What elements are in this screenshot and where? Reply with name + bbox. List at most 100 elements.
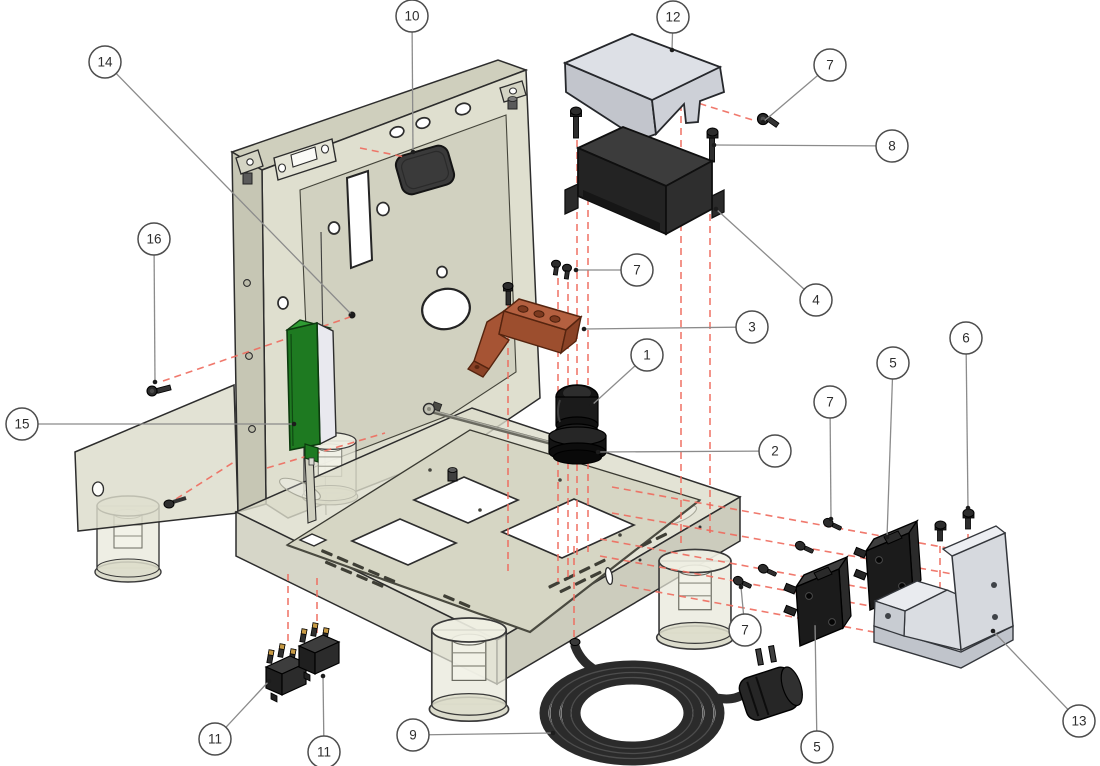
leader-dot	[669, 47, 675, 53]
cutout-square	[349, 518, 459, 566]
screws-right-cluster	[732, 508, 975, 589]
callout-circle	[813, 385, 847, 419]
screw-near-bracket	[502, 282, 514, 306]
leader-line	[886, 378, 894, 538]
left-wing-panel	[74, 383, 239, 532]
callout-7[interactable]: 7	[760, 48, 847, 125]
leader-dot	[291, 421, 297, 427]
leader-dot	[738, 584, 744, 590]
screw-bracket-a	[934, 520, 947, 542]
callout-3[interactable]: 3	[581, 310, 769, 344]
callout-number: 3	[748, 320, 756, 335]
callout-5[interactable]: 5	[876, 346, 910, 540]
callout-number: 7	[741, 623, 749, 638]
leader-line	[591, 365, 636, 406]
base-stud	[447, 467, 458, 482]
callout-2[interactable]: 2	[595, 434, 792, 468]
leader-line	[597, 450, 760, 453]
callout-13[interactable]: 13	[990, 628, 1096, 738]
screw-part-6	[962, 508, 975, 530]
callout-number: 7	[633, 263, 641, 278]
callout-1[interactable]: 1	[589, 338, 664, 408]
callout-4[interactable]: 4	[713, 206, 833, 317]
callout-number: 1	[643, 348, 651, 363]
base-front-slot	[604, 566, 614, 586]
callout-circle	[137, 222, 171, 256]
switch-bracket-part-13	[873, 525, 1014, 669]
leader-dot	[550, 730, 556, 736]
callout-11[interactable]: 11	[198, 678, 272, 756]
callout-number: 14	[97, 55, 113, 70]
callout-number: 4	[812, 293, 820, 308]
grommet-cap-part-10	[394, 144, 456, 196]
leader-dot	[760, 119, 766, 125]
callout-circle	[620, 253, 654, 287]
callout-number: 5	[889, 356, 897, 371]
leader-dot	[990, 628, 996, 634]
callout-10[interactable]: 10	[395, 0, 429, 155]
terminal-connectors-part-11	[265, 622, 340, 703]
vent-slots	[321, 532, 668, 608]
callout-15[interactable]: 15	[5, 407, 297, 441]
control-box-part-4	[564, 126, 725, 236]
callout-circle	[198, 722, 232, 756]
leader-dot	[812, 620, 818, 626]
callout-circle	[800, 730, 834, 764]
screw-part-7-top	[756, 112, 780, 128]
callout-7[interactable]: 7	[728, 584, 762, 647]
leader-dot	[713, 206, 719, 212]
leader-line	[225, 680, 270, 728]
leader-line	[428, 732, 554, 736]
hinge-bracket-part-3	[467, 298, 583, 378]
callout-7[interactable]: 7	[573, 253, 654, 287]
callout-number: 13	[1071, 714, 1086, 729]
cutout-square-small	[298, 533, 328, 547]
leader-line	[740, 586, 745, 615]
screw-part-16	[146, 384, 172, 397]
leader-dot	[884, 534, 890, 540]
leader-dot	[589, 402, 595, 408]
base-inner-plate	[285, 429, 702, 634]
leader-dot	[828, 516, 834, 522]
callout-9[interactable]: 9	[396, 718, 556, 752]
alignment-line	[611, 486, 998, 558]
callout-circle	[630, 338, 664, 372]
callout-5[interactable]: 5	[800, 620, 834, 764]
callout-14[interactable]: 14	[88, 45, 355, 318]
leader-line	[153, 254, 156, 383]
callout-circle	[5, 407, 39, 441]
exploded-parts	[146, 33, 1014, 766]
callout-circle	[307, 735, 341, 766]
leader-dot	[711, 142, 717, 148]
callout-number: 16	[146, 232, 161, 247]
callout-11[interactable]: 11	[307, 673, 341, 766]
callout-16[interactable]: 16	[137, 222, 171, 385]
callout-number: 12	[665, 10, 680, 25]
leader-line	[322, 675, 325, 737]
callout-circle	[395, 0, 429, 33]
leader-dot	[573, 267, 579, 273]
callout-circle	[735, 310, 769, 344]
callout-circle	[949, 321, 983, 355]
callout-number: 2	[771, 444, 779, 459]
callout-number: 7	[826, 395, 834, 410]
callout-6[interactable]: 6	[949, 321, 983, 511]
callout-number: 9	[409, 728, 417, 743]
leader-dot	[595, 449, 601, 455]
pcb-module-part-15	[285, 319, 337, 466]
callout-12[interactable]: 12	[656, 0, 690, 53]
callout-7[interactable]: 7	[813, 385, 847, 522]
leader-dot	[581, 326, 587, 332]
leader-line	[713, 144, 877, 147]
callout-circle	[88, 45, 122, 79]
callout-number: 8	[888, 139, 896, 154]
leader-dot	[320, 673, 326, 679]
callout-8[interactable]: 8	[711, 129, 909, 163]
alignment-line	[266, 432, 386, 469]
pull-rod	[422, 401, 559, 447]
leader-line	[583, 326, 737, 330]
callout-circle	[876, 346, 910, 380]
vertical-slot	[345, 169, 374, 270]
